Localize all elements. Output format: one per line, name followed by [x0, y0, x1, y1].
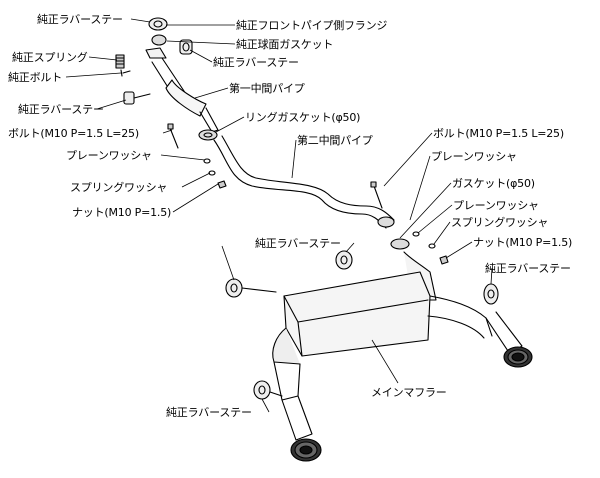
label-spring-washer-left: スプリングワッシャ — [70, 181, 168, 194]
label-first-mid-pipe: 第一中間パイプ — [229, 82, 305, 95]
label-rubber-stay-left: 純正ラバーステー — [18, 103, 104, 116]
tailpipe-right-part — [485, 311, 533, 368]
label-plain-washer-left: プレーンワッシャ — [66, 149, 152, 162]
spring-part — [115, 54, 125, 69]
leader-lines — [65, 18, 493, 413]
label-gasket-right: ガスケット(φ50) — [452, 177, 535, 190]
rubber-stay-far-right-part — [483, 283, 499, 305]
label-bolt-left: ボルト(M10 P=1.5 L=25) — [8, 127, 139, 140]
bolt-washer-nut-right-part — [370, 181, 449, 265]
main-muffler-part — [272, 251, 493, 401]
ring-gasket-part — [198, 129, 218, 141]
rubber-stay-muffler-left-part — [225, 278, 277, 298]
label-stock-bolt: 純正ボルト — [8, 71, 62, 84]
label-rubber-stay-bottom: 純正ラバーステー — [166, 406, 252, 419]
label-nut-right: ナット(M10 P=1.5) — [473, 236, 573, 249]
label-spring-washer-right: スプリングワッシャ — [451, 216, 549, 229]
rubber-stay-bottom-part — [253, 380, 283, 400]
label-rubber-stay-mid: 純正ラバーステー — [213, 56, 299, 69]
label-front-pipe-flange: 純正フロントパイプ側フランジ — [236, 19, 388, 32]
tailpipe-left-part — [281, 395, 322, 462]
label-spring: 純正スプリング — [12, 51, 88, 64]
label-bolt-right: ボルト(M10 P=1.5 L=25) — [433, 127, 564, 140]
second-mid-pipe-part — [213, 135, 395, 229]
rubber-stay-top-part — [179, 39, 193, 55]
bolt-washer-nut-left-part — [167, 123, 227, 189]
stock-bolt-part — [120, 69, 131, 77]
first-mid-pipe-part — [145, 47, 219, 133]
label-rubber-stay-center: 純正ラバーステー — [255, 237, 341, 250]
label-nut-left: ナット(M10 P=1.5) — [72, 206, 172, 219]
label-rubber-stay-far-right: 純正ラバーステー — [485, 262, 571, 275]
label-ball-gasket: 純正球面ガスケット — [236, 38, 334, 51]
front-pipe-flange-part — [148, 17, 168, 46]
rubber-stay-left-part — [123, 91, 151, 105]
label-rubber-stay-top: 純正ラバーステー — [37, 13, 123, 26]
label-plain-washer-right2: プレーンワッシャ — [453, 199, 539, 212]
label-second-mid-pipe: 第二中間パイプ — [297, 134, 373, 147]
rubber-stay-center-part — [335, 250, 353, 270]
label-plain-washer-right: プレーンワッシャ — [431, 150, 517, 163]
label-ring-gasket: リングガスケット(φ50) — [245, 111, 361, 124]
label-main-muffler: メインマフラー — [371, 386, 447, 399]
